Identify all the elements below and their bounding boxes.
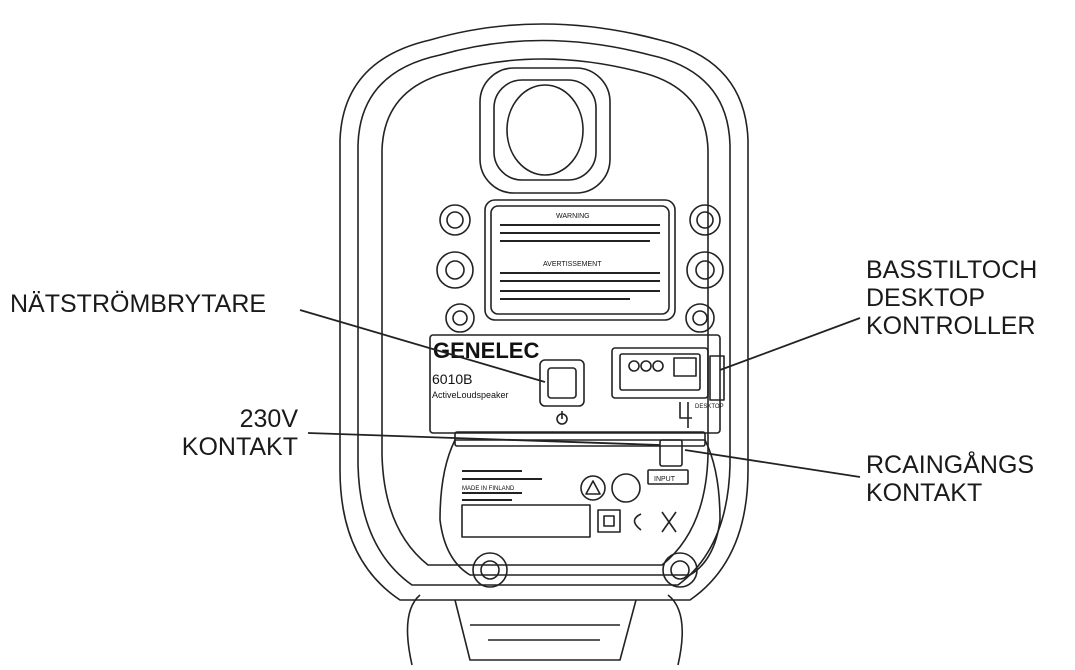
dip-switch-block [611,347,709,399]
control-panel [429,334,721,434]
callout-bass-tilt: BASSTILTOCH DESKTOP KONTROLLER [866,256,1037,340]
callout-rca-input: RCAINGÅNGS KONTAKT [866,451,1034,507]
callout-line: DESKTOP [866,284,986,312]
leader-power-connector [307,432,661,446]
warning-label [484,199,676,321]
callout-line: KONTAKT [866,479,983,507]
callout-line: BASSTILTOCH [866,256,1038,284]
warning-heading: WARNING [556,213,590,220]
port-mid [493,79,597,181]
callout-line: 230V [239,405,298,433]
callout-line: KONTROLLER [866,312,1036,340]
model-description: ActiveLoudspeaker [432,390,509,400]
leader-power-switch [299,309,546,383]
callout-line: KONTAKT [181,433,298,461]
connector-bay [439,439,721,576]
brand-logo: GENELEC [433,338,539,363]
leader-rca-input [684,449,861,478]
enclosure-face [381,58,709,566]
desktop-label: DESKTOP [695,404,724,410]
port-inner [506,84,584,176]
made-in-label: MADE IN FINLAND [462,486,515,492]
callout-power-switch: NÄTSTRÖMBRYTARE [10,290,266,318]
stand [406,594,684,666]
callout-power-connector: 230V KONTAKT [182,405,298,461]
leader-bass-tilt [719,317,861,371]
serial-field [461,504,591,538]
leader-lines [299,309,861,478]
callout-line: RCAINGÅNGS [866,451,1035,479]
port-outer [479,67,611,194]
rca-jack [659,439,683,467]
enclosure-outer [339,23,749,601]
enclosure-inner [357,39,731,586]
power-switch [539,359,585,407]
avertissement-heading: AVERTISSEMENT [543,261,602,268]
model-number: 6010B [432,371,472,387]
callout-line: NÄTSTRÖMBRYTARE [10,290,267,318]
input-label: INPUT [654,476,676,483]
